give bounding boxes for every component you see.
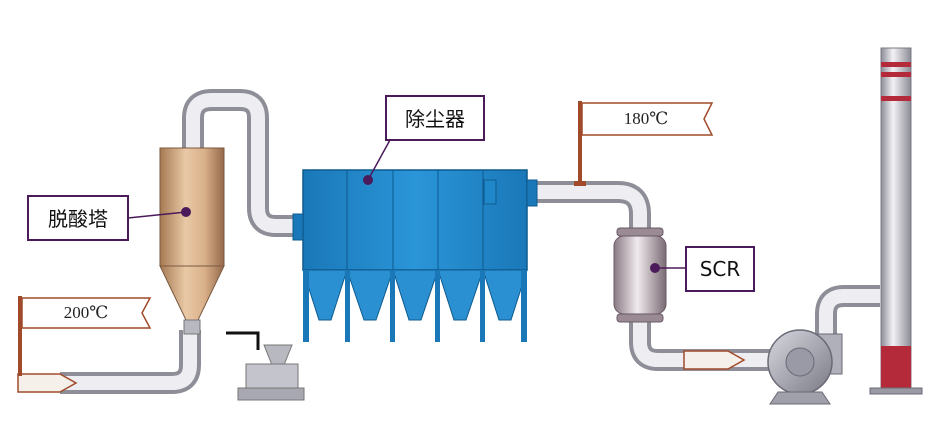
temperature-flag-inlet: 200℃ — [18, 296, 152, 376]
dust-collector-callout: 除尘器 — [367, 95, 485, 181]
dust-collector — [292, 169, 538, 342]
outlet-temperature: 180℃ — [624, 109, 669, 128]
acid-tower-label: 脱酸塔 — [48, 207, 108, 231]
induced-draft-fan — [767, 329, 843, 405]
grinder-device — [226, 331, 305, 401]
scr-reactor — [613, 227, 667, 323]
inlet-pipe — [60, 330, 201, 394]
acid-tower-callout: 脱酸塔 — [27, 195, 187, 241]
scr-label: SCR — [700, 257, 741, 281]
pipe-network — [60, 89, 880, 394]
acid-removal-tower — [159, 147, 225, 335]
temperature-flag-outlet: 180℃ — [574, 101, 714, 186]
dust-collector-label: 除尘器 — [405, 107, 465, 131]
scr-callout: SCR — [655, 246, 755, 292]
flow-arrow-icon — [683, 350, 746, 370]
inlet-temperature: 200℃ — [64, 303, 109, 322]
chimney-stack — [869, 47, 923, 395]
inlet-arrow-icon — [17, 373, 78, 393]
